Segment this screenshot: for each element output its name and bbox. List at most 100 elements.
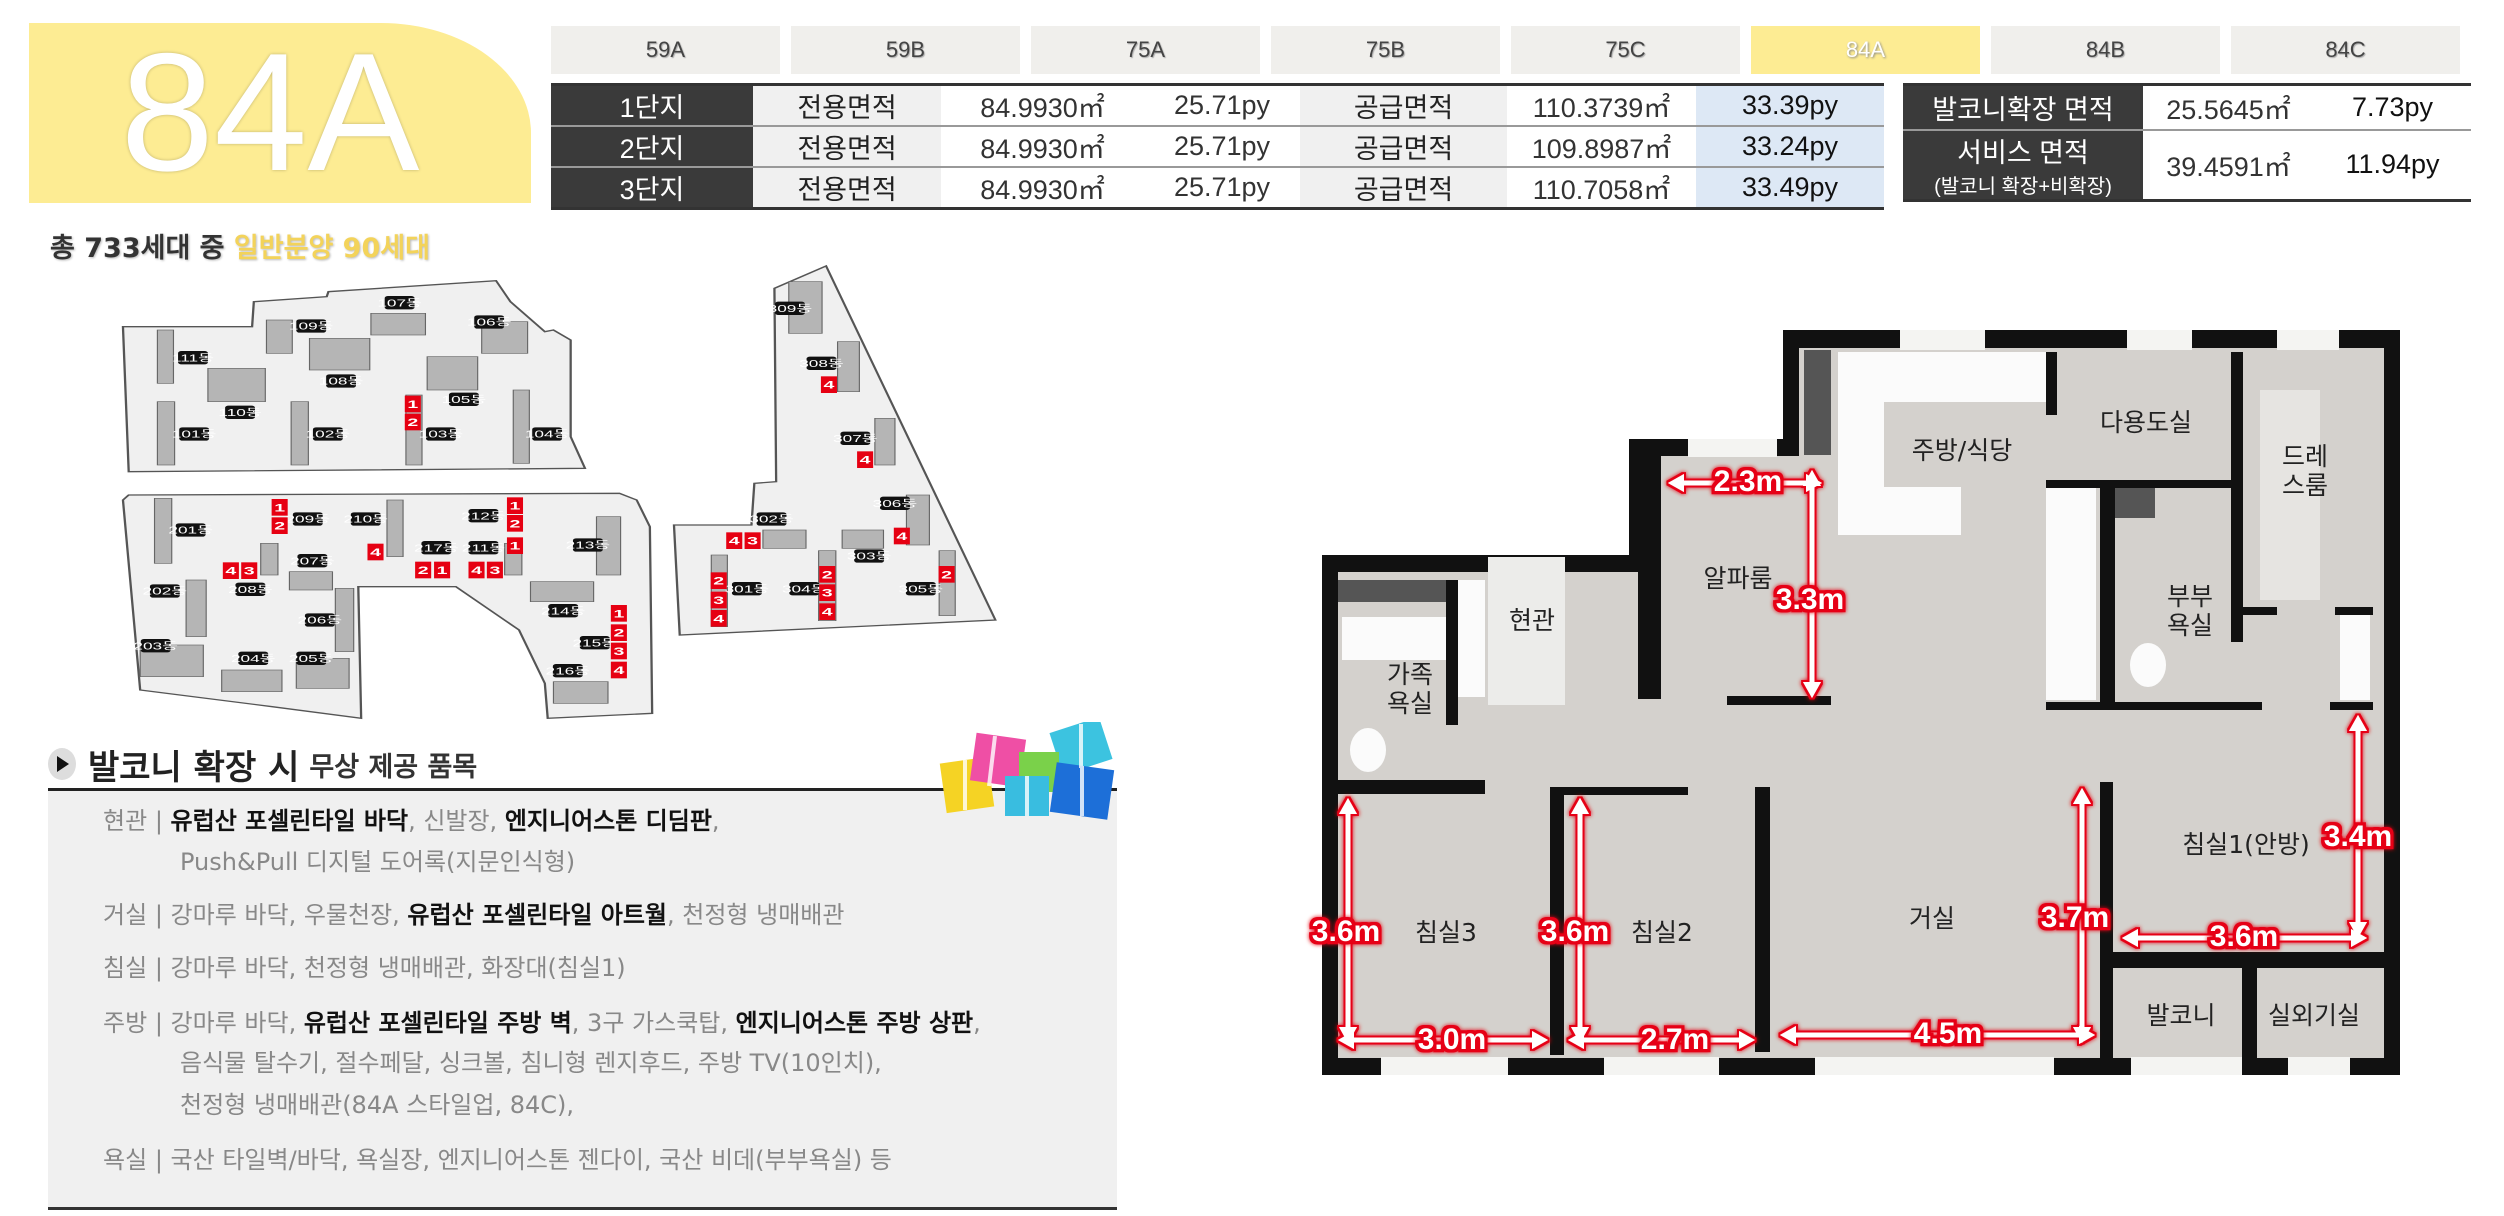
line-number: 1	[510, 500, 521, 512]
building-label[interactable]: 108동	[319, 374, 364, 388]
option-line: 천정형 냉매배관(84A 스타일업, 84C),	[180, 1090, 574, 1120]
building-label[interactable]: 307동	[833, 431, 878, 445]
option-line: 침실 | 강마루 바닥, 천정형 냉매배관, 화장대(침실1)	[103, 953, 626, 983]
tab-59b[interactable]: 59B	[791, 26, 1020, 74]
option-text: , 신발장,	[408, 807, 505, 835]
tab-84c[interactable]: 84C	[2231, 26, 2460, 74]
building-label[interactable]: 211동	[462, 541, 505, 555]
room-label: 침실1(안방)	[2182, 830, 2309, 859]
room-label: 스룸	[2282, 471, 2328, 500]
building-label[interactable]: 216동	[546, 664, 591, 678]
building-label[interactable]: 203동	[133, 639, 178, 653]
building-name: 204동	[231, 653, 276, 664]
building-name: 205동	[289, 653, 334, 664]
building-label[interactable]: 106동	[467, 315, 512, 329]
sale-unit-marker: 2	[710, 572, 727, 589]
building-label[interactable]: 212동	[461, 509, 506, 523]
dimension-label: 3.7m	[2041, 901, 2109, 934]
building-label[interactable]: 204동	[231, 651, 276, 665]
exclusive-area-py: 25.71py	[1144, 84, 1300, 127]
line-number: 3	[489, 565, 500, 577]
unit-type-badge: 84A	[29, 23, 531, 203]
exclusive-area-m2: 84.9930㎡	[941, 84, 1144, 127]
building-label[interactable]: 208동	[228, 582, 273, 596]
exclusive-area-label: 전용면적	[753, 84, 941, 127]
building-label[interactable]: 303동	[847, 549, 892, 563]
sale-unit-marker: 4	[222, 562, 239, 579]
building-label[interactable]: 109동	[289, 319, 334, 333]
building-name: 104동	[525, 428, 570, 439]
option-highlight: 유럽산 포셀린타일 주방 벽	[303, 1009, 572, 1037]
building-label[interactable]: 205동	[289, 651, 334, 665]
sale-unit-marker: 3	[819, 584, 836, 601]
building-label[interactable]: 215동	[572, 636, 617, 650]
building-label[interactable]: 301동	[725, 582, 770, 596]
building-label[interactable]: 101동	[172, 427, 217, 441]
supply-area-label: 공급면적	[1300, 167, 1507, 209]
sale-unit-marker: 1	[434, 561, 451, 579]
balcony-expansion-py: 7.73py	[2314, 84, 2471, 131]
sale-unit-marker: 4	[610, 661, 627, 679]
exclusive-area-m2: 84.9930㎡	[980, 175, 1105, 205]
building-label[interactable]: 207동	[290, 554, 335, 568]
room-label: 침실3	[1415, 918, 1477, 947]
building-footprint	[153, 497, 173, 564]
building-label[interactable]: 111동	[172, 351, 214, 365]
line-number: 2	[613, 627, 624, 639]
building-label[interactable]: 210동	[343, 512, 388, 526]
tab-84a[interactable]: 84A	[1751, 26, 1980, 74]
building-label[interactable]: 214동	[541, 604, 586, 618]
room-label: 부부	[2167, 582, 2213, 611]
building-label[interactable]: 302동	[749, 512, 794, 526]
building-label[interactable]: 217동	[414, 541, 459, 555]
option-category: 주방	[103, 1009, 148, 1037]
building-footprint	[308, 337, 371, 371]
building-label[interactable]: 110동	[218, 405, 262, 419]
unit-type-title: 84A	[120, 18, 420, 206]
line-number: 1	[613, 608, 624, 620]
tab-75c[interactable]: 75C	[1511, 26, 1740, 74]
building-label[interactable]: 209동	[285, 512, 330, 526]
building-label[interactable]: 305동	[899, 582, 944, 596]
building-label[interactable]: 105동	[442, 392, 487, 406]
tab-59a[interactable]: 59A	[551, 26, 780, 74]
complex-label: 2단지	[551, 126, 753, 168]
line-number: 4	[860, 454, 871, 466]
option-category: 욕실	[103, 1146, 148, 1174]
building-label[interactable]: 304동	[782, 582, 827, 596]
tab-75a[interactable]: 75A	[1031, 26, 1260, 74]
building-name: 215동	[572, 637, 617, 648]
service-area-label: 서비스 면적 (발코니 확장+비확장)	[1903, 129, 2143, 200]
building-name: 107동	[377, 297, 422, 308]
tab-75b[interactable]: 75B	[1271, 26, 1500, 74]
building-name: 102동	[306, 428, 351, 439]
sale-unit-marker: 1	[506, 497, 524, 514]
interior-walls	[1335, 350, 2400, 1075]
building-label[interactable]: 107동	[377, 296, 422, 310]
option-text: 국산 타일벽/바닥, 욕실장, 엔지니어스톤 젠다이, 국산 비데(부부욕실) …	[170, 1146, 892, 1174]
option-highlight: 유럽산 포셀린타일 아트월	[407, 901, 668, 929]
building-label[interactable]: 104동	[525, 427, 570, 441]
building-label[interactable]: 306동	[873, 496, 918, 510]
dimension-label: 4.5m	[1914, 1017, 1982, 1050]
building-label[interactable]: 102동	[306, 427, 351, 441]
building-label[interactable]: 309동	[768, 301, 813, 315]
building-label[interactable]: 202동	[143, 584, 188, 598]
option-line: 주방 | 강마루 바닥, 유럽산 포셀린타일 주방 벽, 3구 가스쿡탑, 엔지…	[103, 1008, 981, 1038]
building-label[interactable]: 308동	[799, 356, 844, 370]
building-name: 106동	[467, 316, 512, 327]
supply-area-m2: 110.3739㎡	[1507, 84, 1696, 127]
building-label[interactable]: 206동	[298, 613, 343, 627]
building-label[interactable]: 213동	[566, 538, 611, 552]
separator: |	[154, 1009, 163, 1037]
gift-boxes-icon	[939, 722, 1115, 820]
tab-84b[interactable]: 84B	[1991, 26, 2220, 74]
exclusive-area-py: 25.71py	[1173, 172, 1271, 202]
building-label[interactable]: 201동	[168, 523, 213, 537]
building-label[interactable]: 103동	[419, 427, 464, 441]
complex-label: 1단지	[551, 84, 753, 127]
dimension-arrow	[2122, 929, 2367, 947]
